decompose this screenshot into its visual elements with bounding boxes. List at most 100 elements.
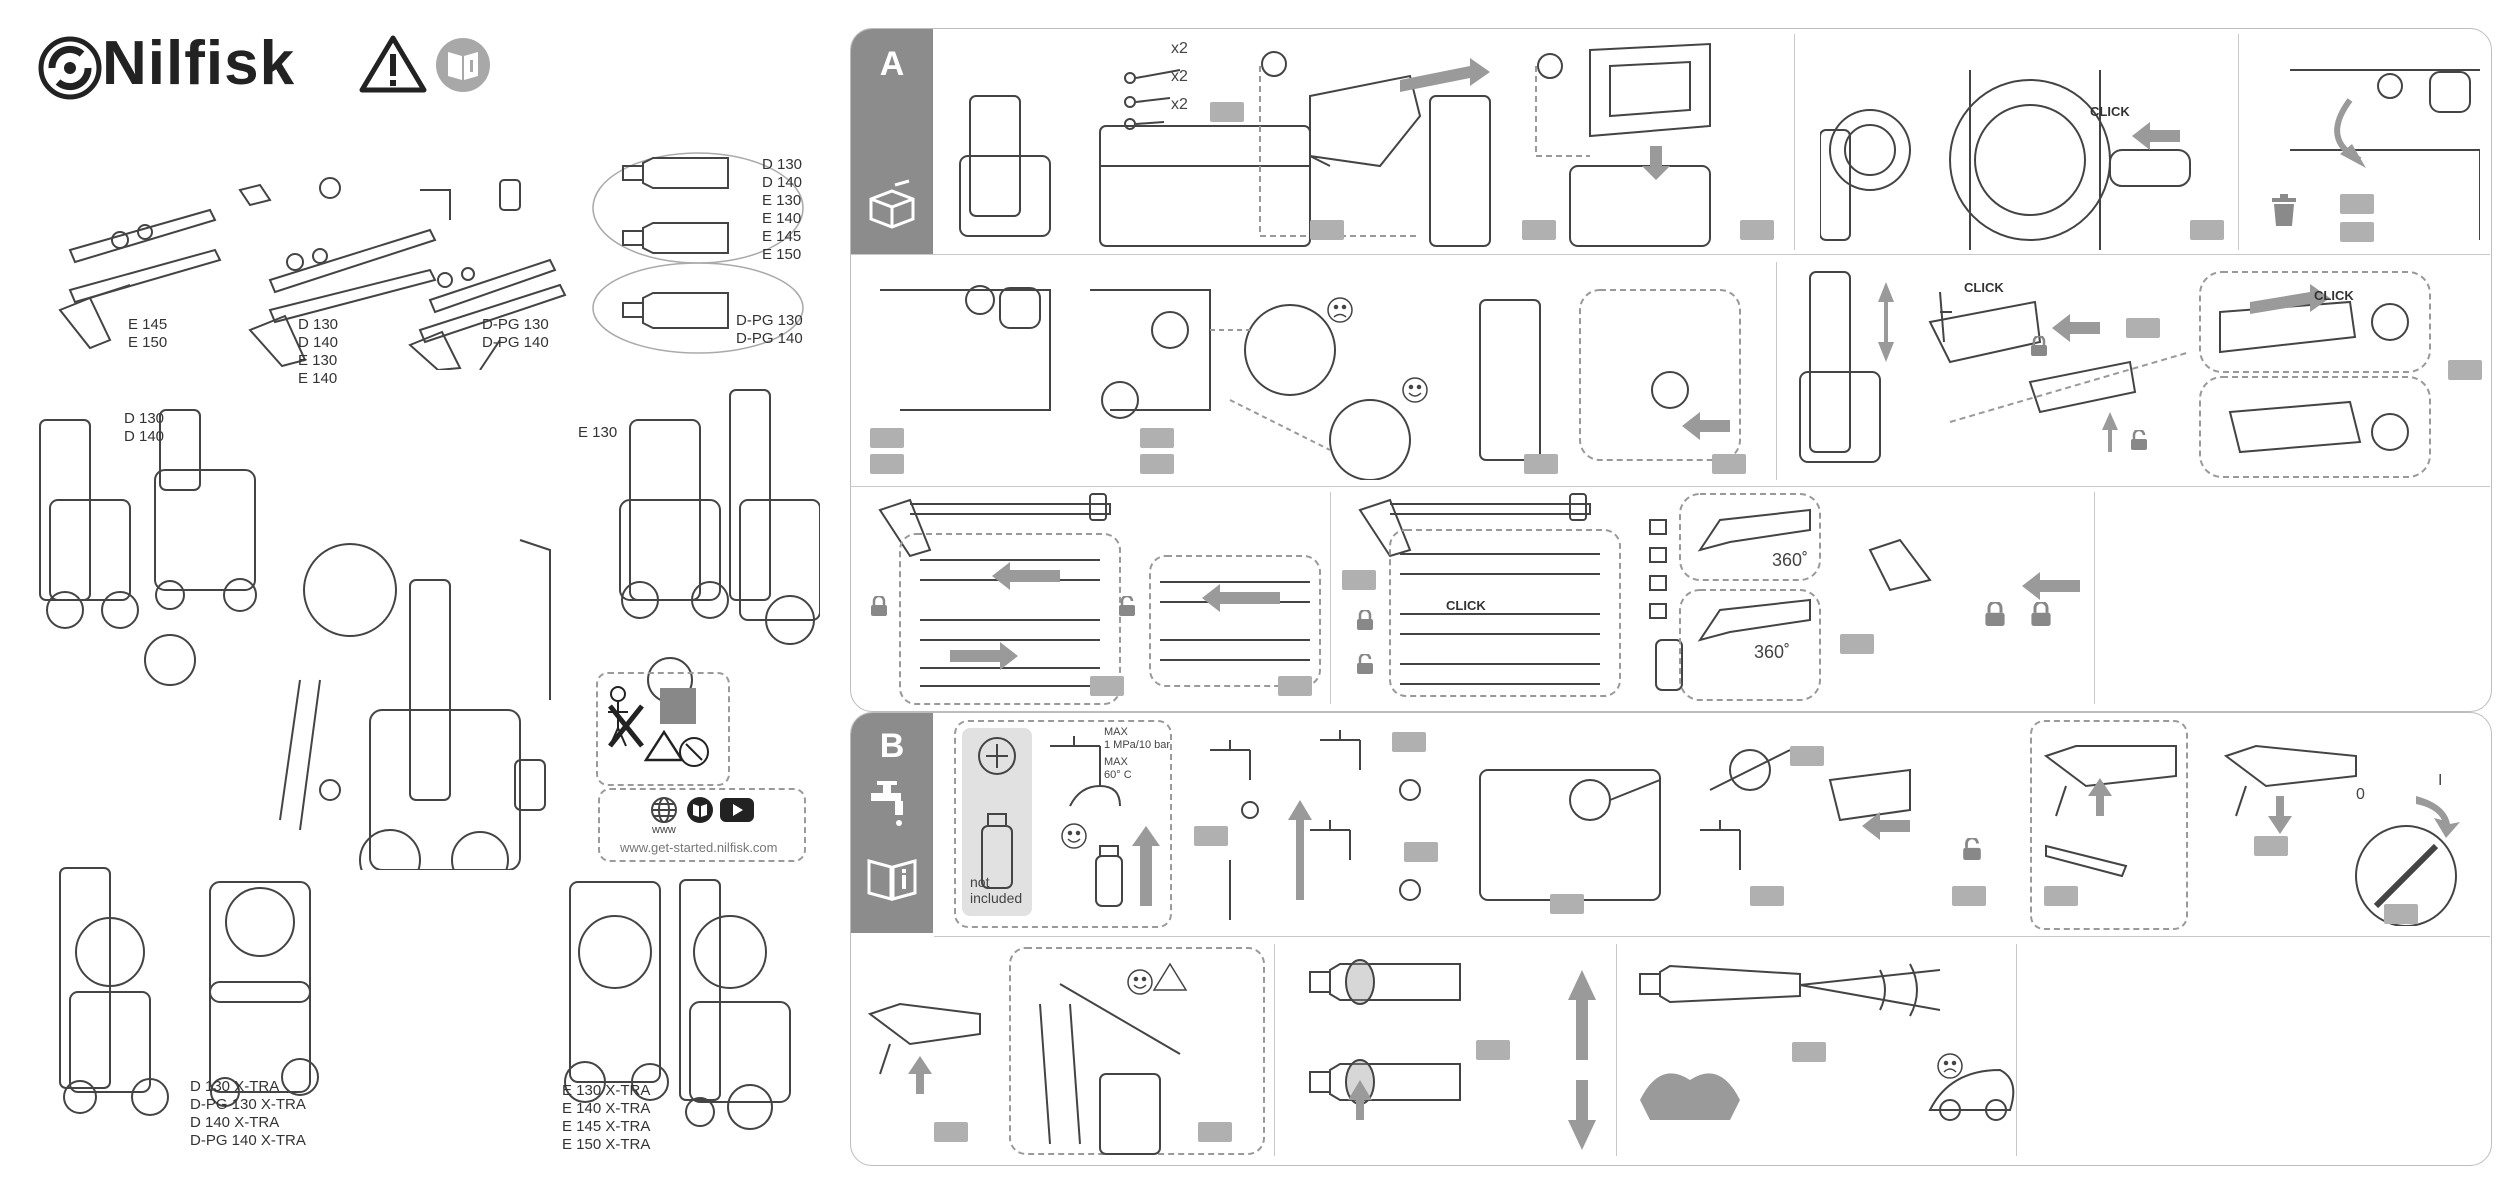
row1-divider-2 xyxy=(2238,34,2239,250)
step-number-box xyxy=(1476,1040,1510,1060)
section-b-row-divider xyxy=(934,936,2490,937)
section-b-letter: B xyxy=(879,727,905,765)
step-a1-assembly-illustration xyxy=(950,36,1790,255)
lock-icon xyxy=(1356,608,1374,635)
step-number-box xyxy=(1792,1042,1826,1062)
screw-qty-1: x2 xyxy=(1171,40,1188,57)
rotation-360-top: 360˚ xyxy=(1772,550,1809,570)
max-pressure-label: MAX 1 MPa/10 bar xyxy=(1104,726,1171,751)
step-number-box xyxy=(1194,826,1228,846)
lock-icon xyxy=(870,594,888,621)
step-b4-nozzle-adjust-illustration xyxy=(1300,950,1600,1155)
step-number-box xyxy=(1550,894,1584,914)
step-number-box xyxy=(2340,222,2374,242)
click-label: CLICK xyxy=(1964,280,2004,295)
unlock-icon xyxy=(1356,652,1374,679)
video-play-icon[interactable] xyxy=(720,798,754,827)
b-row2-divider-1 xyxy=(1274,944,1275,1156)
step-number-box xyxy=(2254,836,2288,856)
brand-name: Nilfisk xyxy=(102,29,296,98)
step-number-box xyxy=(1952,886,1986,906)
lances-and-guns-illustration xyxy=(50,170,570,375)
step-number-box xyxy=(2340,194,2374,214)
step-number-box xyxy=(1392,732,1426,752)
step-number-box xyxy=(1090,676,1124,696)
switch-on-label: I xyxy=(2438,772,2443,789)
globe-icon[interactable] xyxy=(650,796,678,829)
step-number-box xyxy=(1310,220,1344,240)
step-number-box xyxy=(2448,360,2482,380)
click-label: CLICK xyxy=(1446,598,1486,613)
click-label: CLICK xyxy=(2314,288,2354,303)
xtra-units-left-illustration xyxy=(50,862,330,1127)
warning-triangle-icon xyxy=(358,34,428,99)
screw-qty-3: x2 xyxy=(1171,96,1188,113)
www-label: www xyxy=(652,824,676,836)
step-a4-connectors-illustration xyxy=(870,270,1770,485)
step-number-box xyxy=(870,428,904,448)
step-number-box xyxy=(2126,318,2160,338)
filter-icon xyxy=(972,734,1022,899)
section-a-row-divider-2 xyxy=(850,486,2490,487)
max-temperature-label: MAX 60° C xyxy=(1104,756,1132,781)
section-b-tab: B xyxy=(851,713,933,933)
switch-off-label: 0 xyxy=(2356,786,2365,803)
warning-sticker-frame xyxy=(596,672,730,786)
step-number-box xyxy=(934,1122,968,1142)
tap-and-filter-illustration xyxy=(1040,726,1170,921)
water-supply-frame xyxy=(954,720,1172,928)
trash-bin-icon xyxy=(2270,194,2298,231)
step-a7-nozzle-click-illustration xyxy=(1340,490,2100,715)
step-b2-trigger-illustration xyxy=(2036,726,2486,931)
step-number-box xyxy=(1712,454,1746,474)
section-a-letter: A xyxy=(879,45,905,83)
step-number-box xyxy=(1750,886,1784,906)
unlock-icon xyxy=(2130,428,2148,455)
unlock-icon xyxy=(1962,836,1982,865)
pressure-washer-units-illustration xyxy=(30,380,821,891)
step-number-box xyxy=(1790,746,1824,766)
step-number-box xyxy=(2190,220,2224,240)
step-number-box xyxy=(1140,428,1174,448)
manual-book-icon xyxy=(865,853,919,912)
unit-label-right: E 130 xyxy=(578,424,618,441)
unboxing-icon xyxy=(865,179,919,238)
step-a5-gun-lock-illustration xyxy=(1790,262,2490,487)
step-number-box xyxy=(1210,102,1244,122)
nilfisk-logo xyxy=(38,36,102,105)
row3-divider-2 xyxy=(2094,492,2095,704)
lock-icon xyxy=(1984,600,2006,631)
step-a3-cap-removal-illustration xyxy=(2280,50,2481,245)
step-number-box xyxy=(1140,454,1174,474)
step-number-box xyxy=(1278,676,1312,696)
row3-divider-1 xyxy=(1330,492,1331,704)
screw-qty-2: x2 xyxy=(1171,68,1188,85)
step-b5-spray-pattern-illustration xyxy=(1620,950,2020,1155)
lock-icon xyxy=(2030,334,2048,361)
step-number-box xyxy=(2044,886,2078,906)
website-url[interactable]: www.get-started.nilfisk.com xyxy=(620,840,778,855)
b-row2-divider-3 xyxy=(2016,944,2017,1156)
section-a-tab: A xyxy=(851,29,933,254)
step-number-box xyxy=(1404,842,1438,862)
step-number-box xyxy=(2384,904,2418,924)
b-row2-divider-2 xyxy=(1616,944,1617,1156)
row1-divider-1 xyxy=(1794,34,1795,250)
xtra-units-right-illustration xyxy=(560,872,800,1147)
lock-icon xyxy=(2030,600,2052,631)
click-label: CLICK xyxy=(2090,104,2130,119)
no-spraying-people-warning-icon xyxy=(604,682,720,779)
section-a-row-divider-1 xyxy=(850,254,2490,255)
manual-icon[interactable] xyxy=(686,796,714,829)
not-included-label: not included xyxy=(970,874,1023,906)
water-tap-icon xyxy=(865,779,919,838)
manual-book-icon xyxy=(434,36,492,99)
step-b3-spraying-illustration xyxy=(860,944,1270,1163)
step-a6-lance-assembly-illustration xyxy=(860,490,1330,715)
